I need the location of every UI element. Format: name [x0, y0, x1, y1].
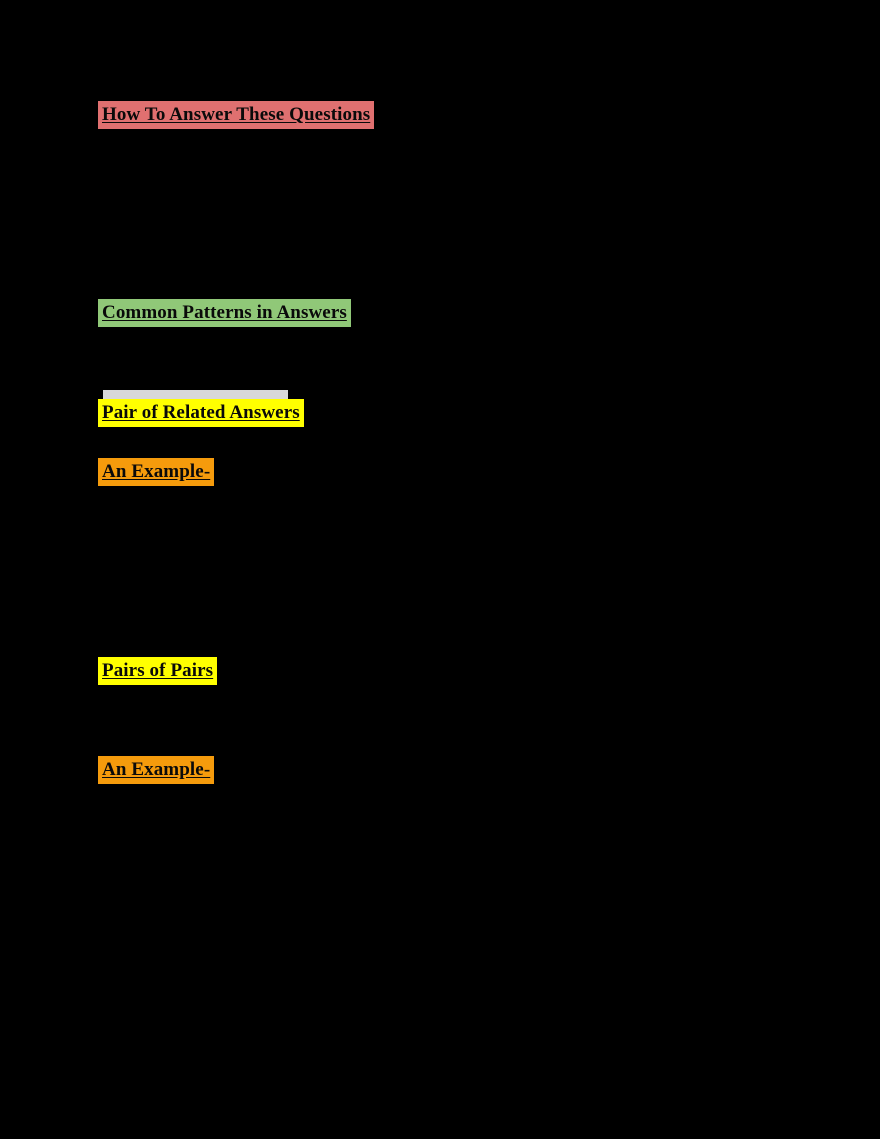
body-paragraph-6 — [98, 785, 760, 893]
body-paragraph-2 — [98, 328, 760, 380]
heading-pairs-of-pairs: Pairs of Pairs — [98, 657, 218, 685]
heading-pair-of-related-answers: Pair of Related Answers — [98, 399, 304, 427]
red-paragraph-1 — [98, 601, 760, 639]
body-paragraph-5 — [98, 686, 760, 744]
heading-common-patterns-in-answers: Common Patterns in Answers — [98, 299, 351, 327]
empty-highlighted-line — [103, 390, 288, 401]
heading-an-example-2: An Example- — [98, 756, 215, 784]
red-paragraph-2 — [98, 898, 753, 978]
body-paragraph-1 — [98, 128, 760, 278]
heading-how-to-answer-these-questions: How To Answer These Questions — [98, 101, 375, 129]
heading-an-example-1: An Example- — [98, 458, 215, 486]
body-paragraph-4 — [98, 487, 760, 597]
body-paragraph-3 — [98, 427, 760, 455]
